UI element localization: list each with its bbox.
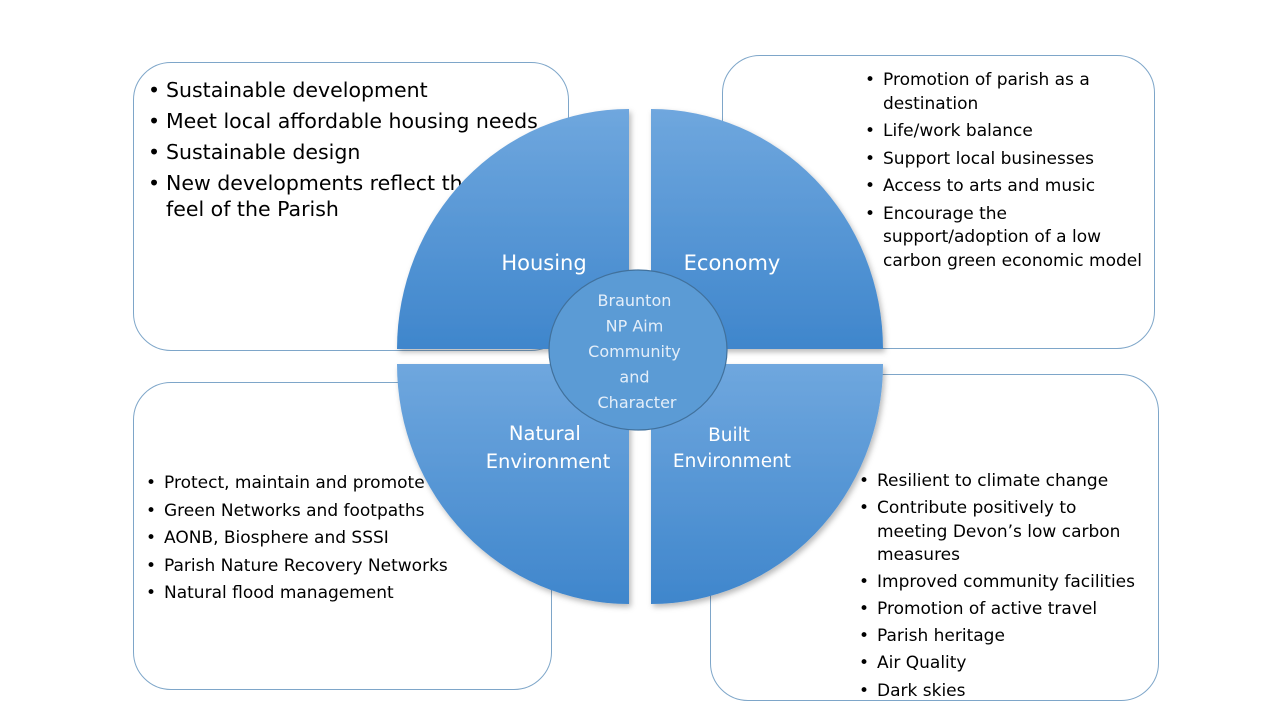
list-item: Protect, maintain and promote biodiversi… [146, 472, 543, 496]
center-circle [548, 269, 728, 431]
natural-environment-list: Protect, maintain and promote biodiversi… [146, 472, 543, 606]
list-item: Parish Nature Recovery Networks [146, 555, 543, 579]
list-item: Access to arts and music [865, 175, 1146, 199]
list-item: Improved community facilities [859, 571, 1150, 595]
list-item: Contribute positively to meeting Devon’s… [859, 497, 1150, 568]
built-environment-list: Resilient to climate change Contribute p… [859, 470, 1150, 703]
economy-panel: Promotion of parish as a destination Lif… [722, 55, 1155, 349]
list-item: New developments reflect the rural feel … [148, 170, 558, 222]
list-item: AONB, Biosphere and SSSI [146, 527, 543, 551]
natural-environment-panel: Protect, maintain and promote biodiversi… [133, 382, 552, 690]
list-item: Sustainable development [148, 77, 558, 103]
housing-list: Sustainable development Meet local affor… [148, 77, 558, 222]
housing-panel: Sustainable development Meet local affor… [133, 62, 569, 351]
list-item: Natural flood management [146, 582, 543, 606]
list-item: Promotion of active travel [859, 598, 1150, 622]
list-item: Meet local affordable housing needs [148, 108, 558, 134]
built-environment-panel: Resilient to climate change Contribute p… [710, 374, 1159, 703]
list-item: Green Networks and footpaths [146, 500, 543, 524]
list-item: Promotion of parish as a destination [865, 69, 1146, 116]
economy-list: Promotion of parish as a destination Lif… [865, 69, 1146, 273]
list-item: Dark skies [859, 680, 1150, 704]
list-item: Parish heritage [859, 625, 1150, 649]
list-item: Sustainable design [148, 139, 558, 165]
list-item: Support local businesses [865, 148, 1146, 172]
list-item: Air Quality [859, 652, 1150, 676]
list-item: Encourage the support/adoption of a low … [865, 203, 1146, 274]
list-item: Resilient to climate change [859, 470, 1150, 494]
list-item: Life/work balance [865, 120, 1146, 144]
center-label: Braunton NP Aim Community and Character [588, 291, 686, 412]
